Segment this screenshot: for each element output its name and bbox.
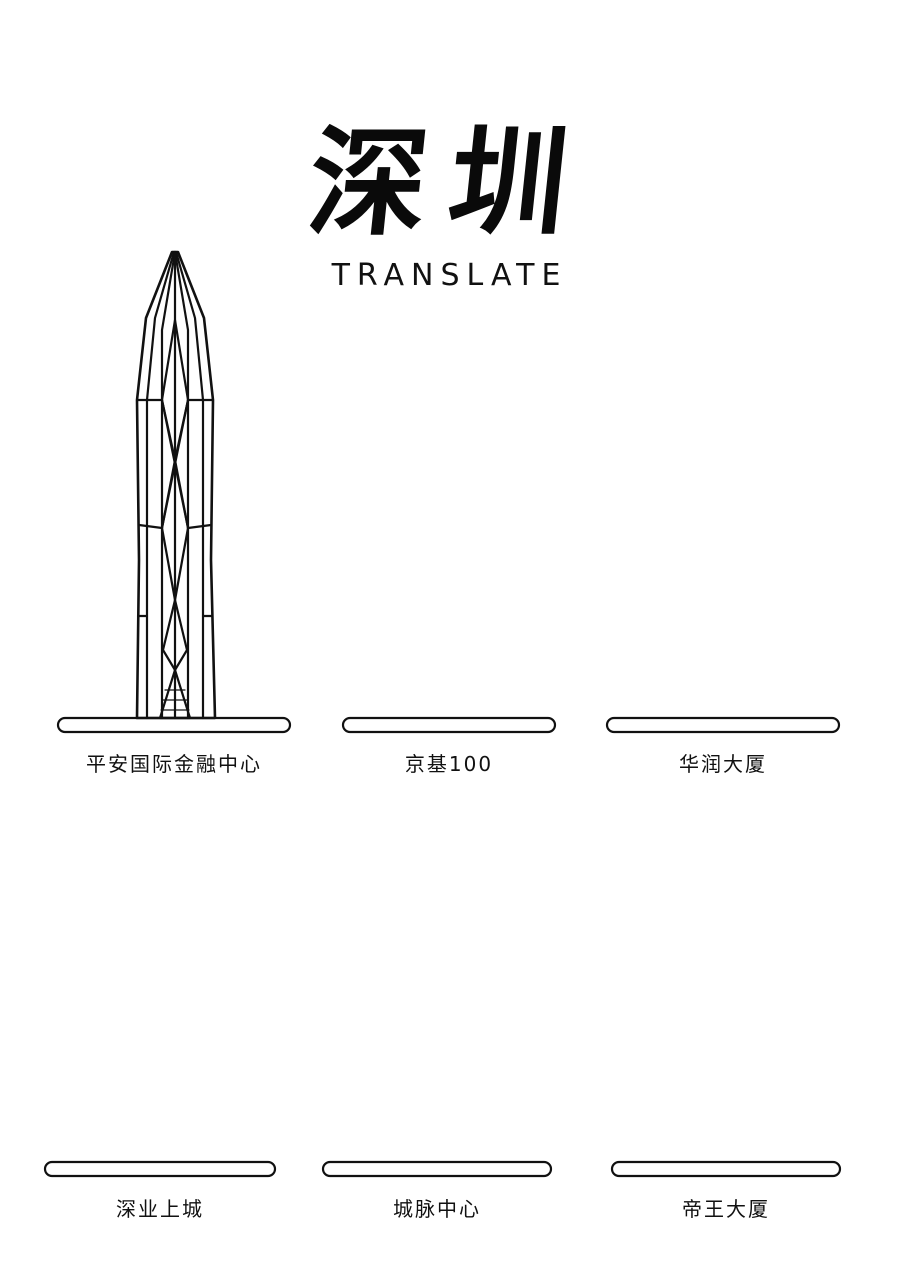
building-label: 京基100 (404, 752, 494, 776)
building-label: 平安国际金融中心 (86, 752, 262, 776)
building-label: 深业上城 (116, 1197, 204, 1221)
building-label: 帝王大厦 (682, 1197, 770, 1221)
building-ping-an-icon (135, 250, 217, 720)
page-subtitle: TRANSLATE (331, 258, 568, 293)
building-label: 城脉中心 (393, 1197, 481, 1221)
building-label: 华润大厦 (679, 752, 767, 776)
base-platform (43, 716, 842, 1178)
